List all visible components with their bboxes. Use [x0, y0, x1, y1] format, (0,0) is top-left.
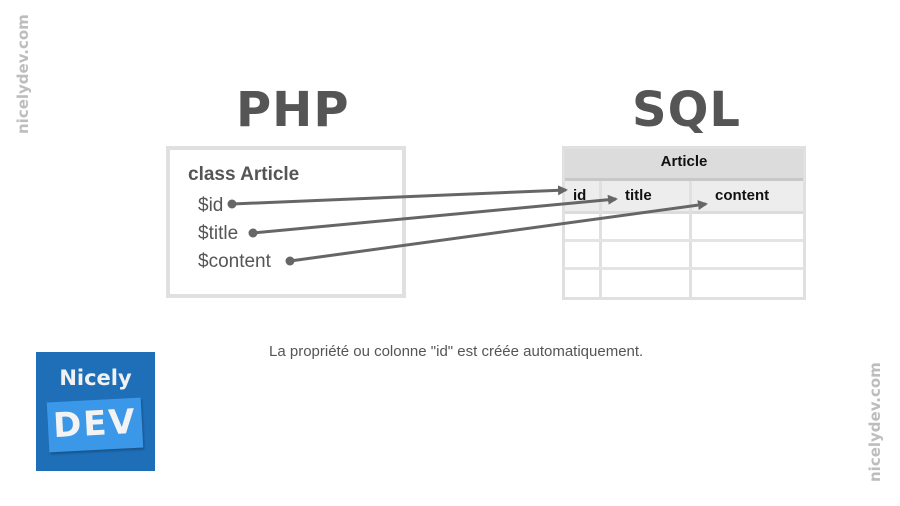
- sql-column-title: title: [625, 187, 652, 204]
- sql-table-title-row: Article: [565, 149, 803, 181]
- php-property-title: $title: [198, 223, 239, 244]
- php-class-declaration: class Article: [188, 164, 300, 185]
- sql-column-id: id: [573, 187, 587, 204]
- logo-bottom-text: DEV: [52, 401, 138, 447]
- php-class-box: class Article $id $title $content: [166, 146, 406, 298]
- row-divider: [565, 239, 803, 242]
- watermark-right: nicelydev.com: [866, 362, 884, 482]
- logo-top-text: Nicely: [59, 366, 132, 390]
- sql-column-content: content: [715, 187, 770, 204]
- php-property-id: $id: [198, 195, 224, 216]
- sql-table-name: Article: [660, 153, 708, 170]
- watermark-left: nicelydev.com: [14, 14, 32, 134]
- nicelydev-logo: Nicely DEV: [36, 352, 155, 471]
- row-divider: [565, 267, 803, 270]
- sql-heading: SQL: [632, 82, 741, 138]
- caption: La propriété ou colonne "id" est créée a…: [269, 343, 644, 360]
- sql-table: Article id title content: [562, 146, 806, 300]
- logo-dev-badge: DEV: [46, 397, 144, 453]
- php-heading: PHP: [236, 82, 350, 138]
- php-property-content: $content: [198, 251, 271, 272]
